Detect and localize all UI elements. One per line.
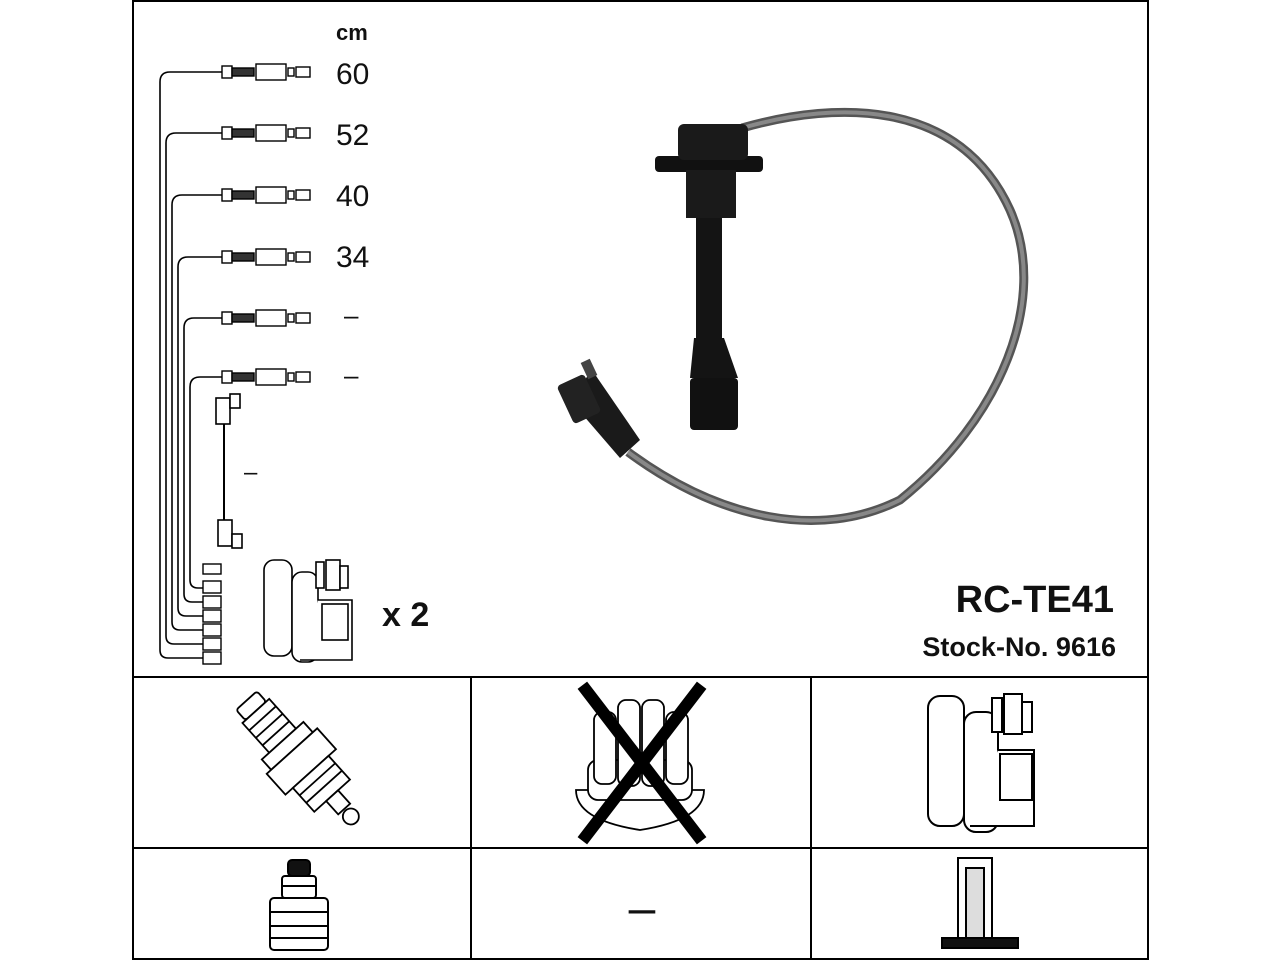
coil-terminal-icon — [941, 857, 1019, 949]
lead-connector-6 — [221, 368, 311, 386]
lead-bottom-connectors — [202, 563, 222, 665]
ignition-coil-icon — [927, 693, 1035, 833]
length-label-3: 40 — [336, 180, 369, 213]
lead-connector-1 — [221, 63, 311, 81]
lead-connector-5 — [221, 309, 311, 327]
coil-lead — [215, 393, 243, 549]
plug-terminal-icon — [269, 859, 329, 951]
lead-connector-3 — [221, 186, 311, 204]
lead-connector-2 — [221, 124, 311, 142]
stock-number: Stock-No. 9616 — [922, 632, 1116, 662]
length-labels: 60 52 40 34 – – — [336, 58, 369, 390]
lead-end-connectors — [221, 63, 311, 386]
spark-plug-icon — [236, 691, 360, 826]
ignition-cable-illustration — [557, 107, 1029, 525]
unit-label: cm — [336, 20, 368, 45]
multiplier-label: x 2 — [382, 596, 429, 634]
not-included-cross-icon — [577, 681, 707, 845]
frame — [132, 0, 1149, 960]
lead-connector-4 — [221, 248, 311, 266]
length-label-1: 60 — [336, 58, 369, 91]
length-label-4: 34 — [336, 241, 369, 274]
coil-lead-length: – — [244, 459, 258, 486]
part-number: RC-TE41 — [956, 579, 1114, 621]
cell-5-label: – — [629, 882, 656, 935]
length-label-5: – — [344, 300, 359, 330]
length-label-6: – — [344, 360, 359, 390]
cable-set-schematic — [159, 71, 222, 659]
length-label-2: 52 — [336, 119, 369, 152]
ignition-coil-small — [263, 559, 353, 663]
